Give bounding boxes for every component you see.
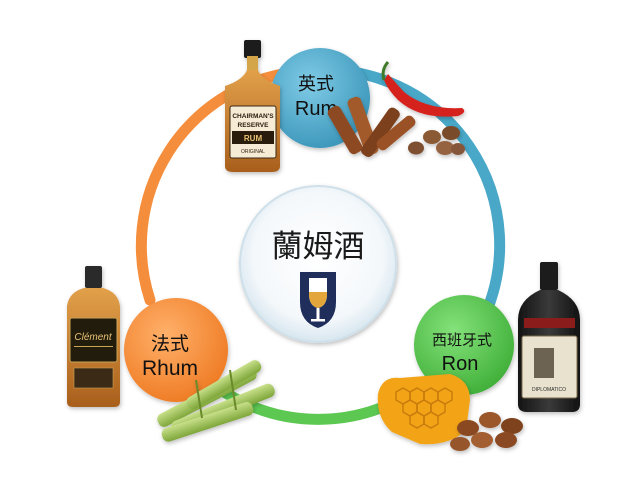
sugarcane-icon <box>157 360 275 442</box>
node-spanish-latin: Ron <box>442 353 479 375</box>
wine-glass-shield-icon <box>300 272 336 328</box>
chairmans-reserve-bottle-icon: CHAIRMAN'S RESERVE RUM ORIGINAL <box>225 40 280 172</box>
node-french-rhum: 法式 Rhum <box>124 298 228 402</box>
node-english-cn: 英式 <box>298 74 334 95</box>
ring-arc-blue <box>312 64 506 321</box>
center-node: 蘭姆酒 <box>239 185 397 343</box>
chairmans-label-line1: CHAIRMAN'S <box>232 113 274 120</box>
spices-icon <box>327 61 465 157</box>
chairmans-label-line3: RUM <box>244 134 263 143</box>
caramel-icon <box>450 412 523 451</box>
cinnamon-stick-icon <box>327 96 416 157</box>
diplomatico-label-line1: DIPLOMATICO <box>532 387 566 393</box>
diplomatico-bottle-icon: DIPLOMATICO <box>518 262 580 412</box>
node-english-latin: Rum <box>295 98 337 120</box>
node-french-latin: Rhum <box>142 357 198 380</box>
node-spanish-ron: 西班牙式 Ron <box>414 295 514 395</box>
chairmans-label-line4: ORIGINAL <box>241 149 265 155</box>
clement-label-line1: Clément <box>74 332 112 343</box>
nutmeg-icon <box>408 126 465 155</box>
chairmans-label-line2: RESERVE <box>238 122 270 129</box>
node-french-cn: 法式 <box>151 333 189 355</box>
center-title: 蘭姆酒 <box>272 229 365 265</box>
chili-pepper-icon <box>384 74 465 117</box>
node-spanish-cn: 西班牙式 <box>432 331 492 349</box>
clement-bottle-icon: Clément <box>67 266 120 407</box>
honeycomb-icon <box>377 374 470 445</box>
